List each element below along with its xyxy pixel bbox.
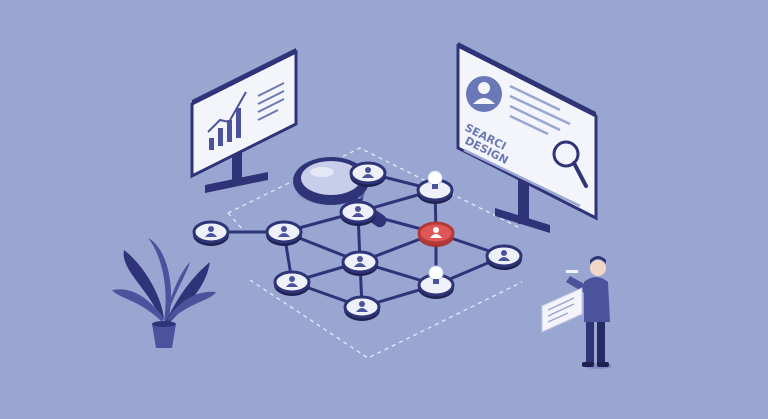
user-icon [352, 206, 364, 217]
lightbulb-icon [427, 170, 443, 189]
text-lines [257, 82, 285, 121]
document-text-lines [463, 84, 581, 208]
profile-avatar-icon [466, 76, 502, 112]
left-monitor [190, 48, 298, 193]
person-node [339, 200, 377, 226]
person-node [349, 161, 387, 187]
lightbulb-icon [428, 265, 444, 284]
right-monitor: SEARCI DESIGN [456, 42, 598, 233]
magnifier-icon [552, 140, 588, 188]
user-icon [278, 226, 290, 237]
person-node [485, 244, 523, 270]
highlighted-person-node [417, 221, 455, 247]
user-icon [354, 256, 366, 267]
network-nodes [192, 161, 523, 321]
paper-text-lines [547, 297, 575, 323]
dashed-floor-outline [227, 147, 523, 359]
person-node [343, 295, 381, 321]
potted-plant [112, 238, 216, 348]
lightbulb-node [416, 170, 454, 204]
person-node [265, 220, 303, 246]
user-icon [362, 167, 374, 178]
user-icon [430, 227, 442, 238]
person-node [192, 220, 230, 246]
person-node [273, 270, 311, 296]
bar-chart-icon [207, 91, 247, 150]
lightbulb-node [417, 265, 455, 299]
user-icon [286, 276, 298, 287]
user-icon [205, 226, 217, 237]
businessman-figure [541, 256, 612, 369]
person-node [341, 250, 379, 276]
user-icon [498, 250, 510, 261]
user-icon [356, 301, 368, 312]
